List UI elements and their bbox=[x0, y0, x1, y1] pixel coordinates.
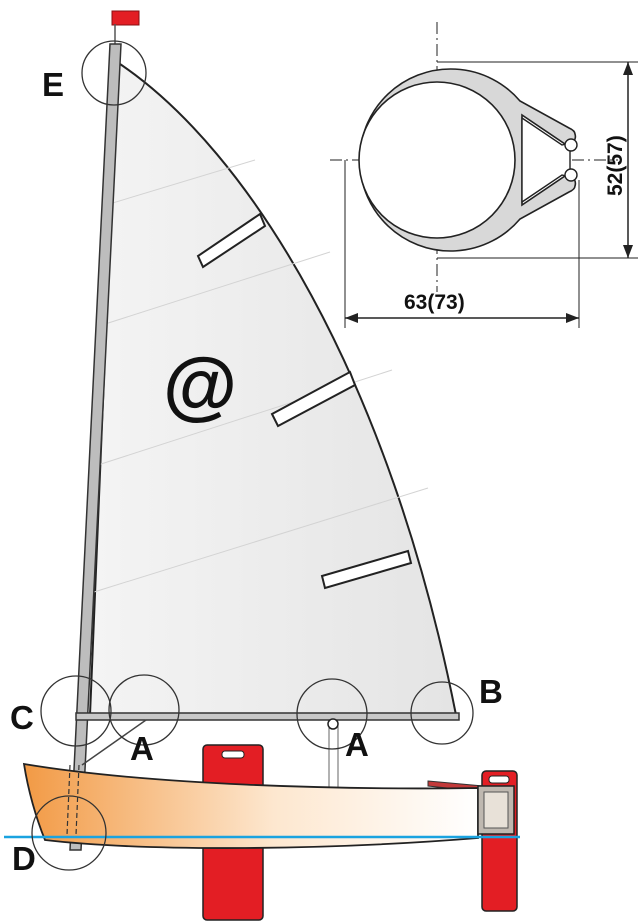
detail-circle-b bbox=[410, 681, 474, 745]
detail-circles bbox=[31, 40, 474, 871]
mast bbox=[69, 43, 122, 851]
detail-circle-e bbox=[81, 40, 147, 106]
mainsheet-block bbox=[327, 718, 339, 730]
sail bbox=[88, 60, 458, 716]
detail-circle-a-left bbox=[108, 674, 180, 746]
mast-step bbox=[66, 764, 80, 836]
label-a-left: A bbox=[130, 730, 154, 767]
mainsheet-post bbox=[328, 721, 339, 795]
label-d: D bbox=[12, 840, 36, 877]
batten-2 bbox=[270, 370, 357, 428]
boom bbox=[75, 712, 460, 721]
hull bbox=[22, 762, 479, 849]
transom-panel bbox=[483, 791, 509, 829]
batten-3 bbox=[320, 549, 413, 590]
detail-circle-c bbox=[40, 675, 112, 747]
vang-line bbox=[81, 719, 147, 766]
detail-circle-a-right bbox=[296, 678, 368, 750]
label-e: E bbox=[42, 66, 64, 103]
batten-1 bbox=[196, 212, 267, 269]
label-b: B bbox=[479, 673, 503, 710]
label-c: C bbox=[10, 699, 34, 736]
mast-profile-inner bbox=[358, 81, 516, 239]
label-a-right: A bbox=[345, 726, 369, 763]
height-dimension-label: 52(57) bbox=[604, 135, 627, 196]
sail-symbol: @ bbox=[163, 343, 237, 428]
mast-section-detail: 63(73) 52(57) bbox=[330, 22, 638, 328]
battens bbox=[196, 212, 413, 590]
masthead-flag bbox=[111, 10, 140, 26]
detail-circle-d bbox=[31, 795, 107, 871]
width-dimension-label: 63(73) bbox=[404, 291, 465, 314]
